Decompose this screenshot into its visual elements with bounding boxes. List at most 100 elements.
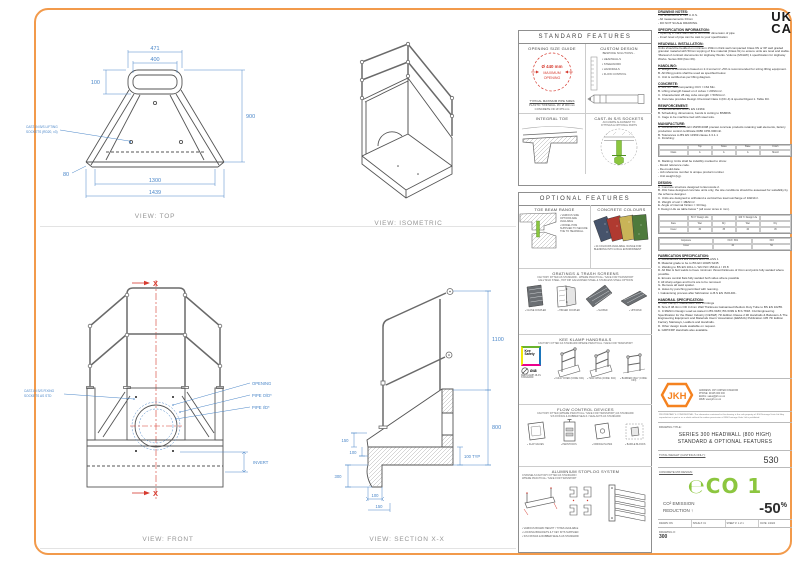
- bespoke-subtitle: BESPOKE SOLUTIONS...: [602, 51, 636, 55]
- pipe-size-line2: CONCRETE I/D: Ø 375 mm: [534, 107, 570, 111]
- dim-1439: 1439: [149, 190, 161, 196]
- front-wing-slopes: [97, 391, 215, 438]
- callout-pipe-id: PIPE I/D*: [252, 405, 270, 410]
- front-handrail: [89, 287, 221, 388]
- list-item: SLOPED: [586, 310, 619, 312]
- total-weight-label: TOTAL WEIGHT (CASTINGS ONLY):: [659, 452, 706, 457]
- list-item: 50 Yr Design Life: [687, 215, 712, 222]
- toe-beam-range: TOE BEAM RANGE VARIOUS SIZE OPTIONS ARE …: [519, 205, 591, 269]
- integral-toe-diagram: [521, 126, 584, 164]
- view-top-label: VIEW: TOP: [134, 213, 176, 220]
- notes-section: HEADWALL INSTALLATION:Units should be be…: [658, 42, 792, 61]
- flow-subline2: S/S FIXINGS & RUBBER SEALS / SEALANTS AS…: [550, 415, 621, 418]
- notes-lines: A. Mix ref: Self-compacting OCV / C64 Mi…: [658, 85, 770, 101]
- standard-features-panel: STANDARD FEATURES OPENING SIZE GUIDE Ø 4…: [518, 30, 652, 186]
- list-item: [659, 144, 688, 151]
- list-item: STEELWORK: [602, 62, 626, 66]
- dim-800: 800: [492, 425, 501, 431]
- sockets-line2: FITTINGS & OPTIONAL PARTS: [601, 124, 637, 127]
- list-item: Sides: [711, 144, 736, 151]
- dim-471: 471: [150, 46, 159, 52]
- list-item: Dry: [759, 221, 791, 228]
- handrail-fully-fixed-icon: [557, 347, 581, 378]
- standard-features-title: STANDARD FEATURES: [519, 31, 651, 44]
- stoplog-subline1: CHANNELS FACTORY FITTED AS STANDARD /: [522, 474, 577, 477]
- handrail-half-wing-icon: [590, 349, 613, 378]
- notes-section: MANUFACTURE:A. Manufacture to BS EN 1525…: [658, 122, 792, 141]
- notes-heading: MANUFACTURE:: [658, 121, 686, 126]
- top-right-wing: [169, 89, 225, 166]
- top-back-wall-inner: [132, 74, 178, 90]
- dim-400: 400: [150, 57, 159, 63]
- grating-hinged-icon: [556, 285, 577, 308]
- drawing-number-row: DRAWING #: 300: [658, 526, 792, 542]
- baffle-block-icon: [626, 423, 644, 440]
- notes-heading: FABRICATION SPECIFICATION:: [658, 253, 709, 258]
- list-item: FULLY FIXED (CODE: K01): [553, 378, 585, 382]
- view-section-label: VIEW: SECTION X-X: [369, 536, 445, 543]
- notes-lines: A. Concrete structure designed to Euroco…: [658, 184, 788, 212]
- sheet-border: [34, 8, 792, 555]
- pct-value: -50: [759, 499, 781, 517]
- top-base-edge: [85, 161, 225, 168]
- notes-lines: Units should be bedded on minimum 150mm …: [658, 45, 790, 61]
- notes-heading: HANDRAIL SPECIFICATION:: [658, 298, 704, 303]
- list-item: Cover: [659, 227, 688, 234]
- handrail-labels: FULLY FIXED (CODE: K01)HALF WING (CODE: …: [553, 378, 650, 382]
- view-isometric-drawing: [359, 41, 455, 199]
- dim-100-typ: 100 TYP: [464, 454, 480, 459]
- iso-base-slab: [361, 155, 453, 199]
- dim-80: 80: [63, 172, 69, 178]
- notes-heading: HANDLING:: [658, 64, 678, 68]
- kee-safety-logo: Kee Safety: [521, 346, 541, 366]
- dim-150-left: 150: [342, 438, 350, 443]
- notes-section: HANDLING:A. Weight of concrete is based …: [658, 64, 792, 80]
- lifting-socket: [178, 139, 184, 145]
- list-item: 40: [713, 243, 753, 250]
- list-item: PENSTOCKS: [552, 444, 585, 446]
- kee-klamp-subline: FACTORY FITTED AS STANDARD WHERE PRACTIC…: [538, 342, 633, 345]
- list-item: VARIOUS BOARD HEIGHT / TYPES AVAILABLE: [522, 527, 652, 530]
- list-item: Cover: [659, 243, 714, 250]
- stoplog-section: ALUMINIUM STOPLOG SYSTEM CHANNELS FACTOR…: [519, 467, 652, 553]
- flow-subline1: FACTORY FITTED (WHERE PRACTICAL / SAFE F…: [537, 412, 634, 415]
- drawn-by: DRAWN: RN: [658, 519, 692, 527]
- gratings-subline2: GALV MILD STEEL, HOT DIP GALVANISED STEE…: [537, 279, 634, 282]
- stoplog-channels-icon: [569, 486, 591, 516]
- front-callout-sockets-2: SOCKETS AS STD: [24, 394, 52, 398]
- dim-100-left: 100: [350, 450, 358, 455]
- jkh-logo-text: JKH: [667, 391, 686, 402]
- notes-heading: DESIGN:: [658, 181, 673, 186]
- dim-1100: 1100: [492, 337, 504, 343]
- dim-100-bottom: 100: [372, 493, 380, 498]
- list-item: HALF WING (CODE: K02): [585, 378, 617, 382]
- list-item: FLAP VALVES: [519, 444, 552, 446]
- drawing-title: SERIES 300 HEADWALL (800 HIGH) STANDARD …: [677, 431, 773, 445]
- cast-in-sockets: CAST-IN S/S SOCKETS ACCURATE ALIGNMENT T…: [586, 114, 652, 174]
- notes-lines: A. Manufacture BS EN 1090-2 EXC CLASS 1 …: [658, 257, 784, 295]
- view-top-drawing: 471 400 100 900 80 1300 1439 CAST-IN B/S…: [26, 46, 255, 198]
- notes-lines: A. Kee Klamp® Galvanised Size 8 Fittings…: [658, 301, 788, 332]
- notes-section: REINFORCEMENT:A. Reinforcement to B.S EN…: [658, 104, 792, 120]
- jkh-logo: JKH: [660, 382, 694, 408]
- date: DATE: 1/2024: [760, 521, 776, 525]
- top-callout-line1: CAST-IN B/S LIFTING: [26, 125, 58, 129]
- list-item: Exposure: [659, 238, 714, 244]
- list-item: HINGED COUPLED: [552, 310, 585, 312]
- flow-control-heading: FLOW CONTROL DEVICES: [557, 407, 614, 412]
- toe-beam-heading: TOE BEAM RANGE: [534, 207, 575, 212]
- notes-heading: DRAWING NOTES:: [658, 10, 689, 14]
- drawing-title-row: DRAWING TITLE: SERIES 300 HEADWALL (800 …: [658, 421, 792, 450]
- view-divider-horizontal: [40, 226, 516, 227]
- integral-toe-heading: INTEGRAL TOE: [535, 116, 569, 121]
- ruler-icon: [590, 56, 598, 91]
- colour-swatches: [592, 214, 648, 242]
- notes-section: HANDRAIL SPECIFICATION:A. Kee Klamp® Gal…: [658, 298, 792, 332]
- list-item: Dry: [711, 221, 736, 228]
- notes-lines: A. Reinforcement to B.S EN 13369. B. Sch…: [658, 107, 732, 119]
- stoplog-board-icon: [523, 487, 558, 516]
- toe-beam-bullets: VARIOUS SIZE OPTIONS ARE AVAILABLEDOWEL …: [560, 213, 589, 257]
- notes-lines: - All dimensions in mm U.O.S. - All meas…: [658, 13, 698, 25]
